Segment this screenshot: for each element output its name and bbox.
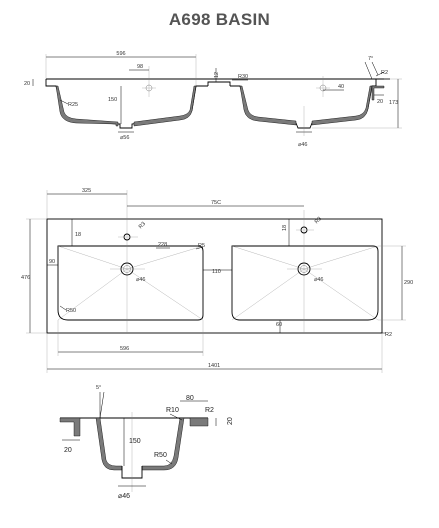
dim-150-section: 150: [129, 438, 141, 445]
left-slope-1: [57, 245, 128, 270]
dim-r2-plan: R2: [385, 332, 392, 338]
dim-o46-right: ⌀46: [314, 277, 323, 283]
dim-o56: ⌀56: [120, 135, 129, 141]
dim-r2-section: R2: [205, 407, 214, 414]
dim-r2-leader: [375, 71, 385, 77]
top-section-view: 596 98 20 12 R30 40 7° R2 20 173 R25: [24, 51, 402, 148]
section-bowl-wall-right: [141, 417, 185, 471]
dim-r10: R10: [166, 407, 179, 414]
dim-75c: 75C: [211, 200, 221, 206]
left-slope-4: [126, 268, 204, 321]
dim-r5: R5: [198, 243, 205, 249]
dim-5deg: 5°: [96, 385, 101, 391]
dim-40: 40: [338, 84, 344, 90]
dim-r30: R30: [238, 74, 248, 80]
page-title: A698 BASIN: [168, 10, 271, 29]
plan-view: 325 75C 18 R3 228 R5 18 R3 476 90 ⌀46 ⌀4…: [21, 188, 413, 373]
right-slope-4: [303, 268, 379, 321]
dim-r10-leader: [169, 413, 183, 421]
dim-7deg-leader2: [364, 61, 373, 80]
right-rim-block: [371, 85, 385, 101]
dim-5deg-leader-2: [99, 391, 105, 419]
bottom-section-view: 5° 80 R10 R2 20 20 150 R50 ⌀46: [59, 385, 234, 500]
dim-150-top: 150: [108, 97, 117, 103]
dim-80: 80: [186, 395, 194, 402]
dim-60: 60: [276, 322, 282, 328]
left-slope-2: [126, 245, 204, 270]
dim-o46-left: ⌀46: [136, 277, 145, 283]
right-slope-3: [231, 268, 305, 321]
left-basin-wall: [55, 85, 119, 127]
right-basin-wall: [239, 85, 297, 126]
dim-173: 173: [389, 100, 398, 106]
center-bridge: [207, 81, 231, 86]
dim-90: 90: [49, 259, 55, 265]
dim-r25: R25: [68, 102, 78, 108]
dim-476: 476: [21, 275, 30, 281]
dim-r50-sec-leader: [165, 459, 173, 465]
section-right-rim: [189, 417, 209, 427]
left-slope-3: [57, 268, 128, 321]
dim-r50-leader: [59, 305, 67, 311]
dim-18-right: 18: [282, 225, 288, 231]
dim-18-left: 18: [75, 232, 81, 238]
left-bowl-outline: [57, 245, 204, 321]
dim-290: 290: [404, 280, 413, 286]
dim-r50-plan: R50: [66, 308, 76, 314]
right-slope-2: [303, 245, 379, 270]
dim-20-left: 20: [24, 81, 30, 87]
dim-110: 110: [212, 269, 221, 275]
section-left-rim: [59, 417, 81, 437]
dim-r3-left: R3: [138, 221, 147, 230]
dim-7deg: 7°: [368, 56, 373, 62]
dim-228: 228: [158, 242, 167, 248]
section-bowl-wall-left: [95, 417, 123, 471]
dim-r25-leader: [59, 99, 69, 105]
right-basin-profile: [230, 79, 377, 129]
dim-1401: 1401: [208, 363, 220, 369]
right-basin-wall-right: [311, 85, 373, 126]
dim-r5-leader: [195, 246, 204, 250]
left-basin-wall-right: [133, 85, 197, 127]
dim-o46-top: ⌀46: [298, 142, 307, 148]
dim-7deg-leader: [371, 61, 379, 76]
dim-20-right: 20: [377, 99, 383, 105]
dim-596-top: 596: [116, 51, 125, 57]
dim-325: 325: [82, 188, 91, 194]
dim-20-section-left: 20: [64, 447, 72, 454]
dim-20-section-right: 20: [227, 417, 234, 425]
dim-r3-right: R3: [314, 216, 323, 225]
dim-12: 12: [214, 72, 220, 78]
dim-596-plan: 596: [120, 346, 129, 352]
dim-r2-top: R2: [381, 70, 388, 76]
dim-o46-section: ⌀46: [118, 493, 130, 500]
dim-r50-section: R50: [154, 452, 167, 459]
right-slope-1: [231, 245, 305, 270]
right-bowl-outline: [231, 245, 379, 321]
dim-98: 98: [137, 64, 143, 70]
countertop-outline: [46, 218, 383, 334]
